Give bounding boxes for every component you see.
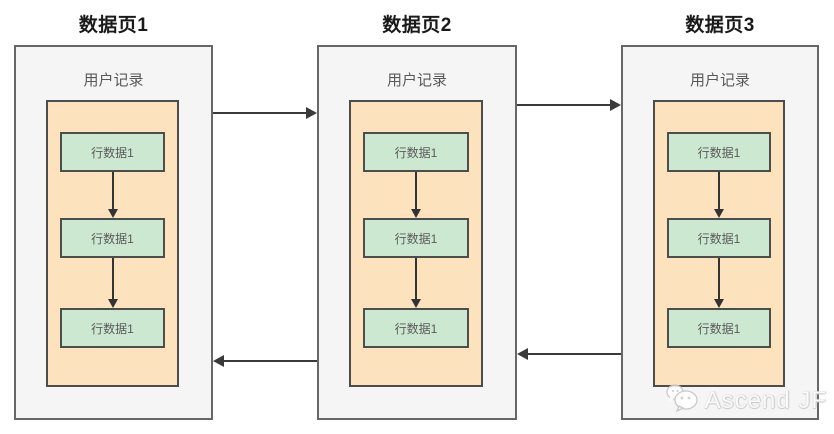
row-box: 行数据1: [60, 132, 165, 172]
page-title: 数据页3: [685, 15, 755, 36]
row-box: 行数据1: [667, 308, 771, 348]
data-page: 用户记录 行数据1 行数据1 行数据1: [317, 45, 517, 420]
row-box: 行数据1: [60, 308, 165, 348]
down-arrow: [411, 172, 421, 218]
prev-page-arrow: [213, 355, 317, 367]
down-arrow: [107, 258, 118, 308]
page-title: 数据页2: [382, 15, 452, 36]
prev-page-arrow: [517, 348, 621, 360]
data-page: 用户记录 行数据1 行数据1 行数据1: [14, 45, 213, 420]
record-label: 用户记录: [689, 72, 750, 89]
row-box: 行数据1: [667, 218, 771, 258]
data-page: 用户记录 行数据1 行数据1 行数据1: [621, 45, 819, 420]
down-arrow: [714, 172, 724, 218]
user-record-box: 行数据1 行数据1 行数据1: [349, 100, 483, 387]
page-title: 数据页1: [78, 15, 149, 36]
user-record-box: 行数据1 行数据1 行数据1: [46, 100, 179, 387]
down-arrow: [411, 258, 421, 308]
down-arrow: [714, 258, 724, 308]
user-record-box: 行数据1 行数据1 行数据1: [653, 100, 785, 387]
record-label: 用户记录: [83, 72, 144, 89]
row-box: 行数据1: [363, 218, 469, 258]
row-box: 行数据1: [667, 132, 771, 172]
row-box: 行数据1: [363, 132, 469, 172]
next-page-arrow: [213, 107, 317, 119]
row-box: 行数据1: [363, 308, 469, 348]
next-page-arrow: [517, 99, 621, 111]
row-box: 行数据1: [60, 218, 165, 258]
down-arrow: [107, 172, 118, 218]
record-label: 用户记录: [386, 72, 447, 89]
